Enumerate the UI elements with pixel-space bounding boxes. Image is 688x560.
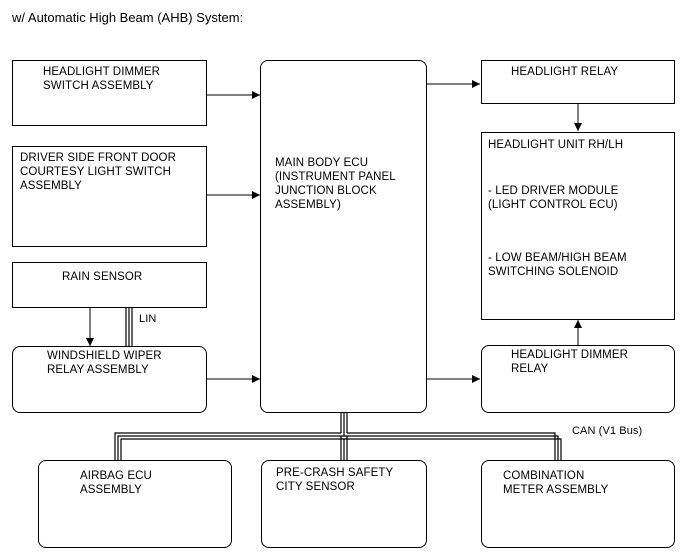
headlight-unit-title: HEADLIGHT UNIT RH/LH	[488, 139, 624, 151]
headlight-unit-item-solenoid: - LOW BEAM/HIGH BEAM SWITCHING SOLENOID	[488, 252, 627, 278]
headlight-dimmer-switch-label: HEADLIGHT DIMMER SWITCH ASSEMBLY	[43, 66, 161, 92]
combination-meter-block: COMBINATION METER ASSEMBLY	[481, 460, 675, 548]
headlight-relay-label: HEADLIGHT RELAY	[511, 66, 619, 78]
can-bus-label: CAN (V1 Bus)	[572, 425, 643, 437]
headlight-unit-block: HEADLIGHT UNIT RH/LH - LED DRIVER MODULE…	[481, 132, 675, 320]
wiper-relay-block: WINDSHIELD WIPER RELAY ASSEMBLY	[12, 346, 207, 413]
courtesy-switch-label: DRIVER SIDE FRONT DOOR COURTESY LIGHT SW…	[20, 152, 176, 192]
rain-sensor-label: RAIN SENSOR	[62, 271, 143, 283]
headlight-unit-item-led-driver: - LED DRIVER MODULE (LIGHT CONTROL ECU)	[488, 185, 619, 211]
main-body-ecu-label: MAIN BODY ECU (INSTRUMENT PANEL JUNCTION…	[275, 157, 396, 211]
lin-bus	[125, 308, 133, 347]
can-bus	[114, 413, 562, 460]
lin-bus-label: LIN	[139, 313, 157, 325]
courtesy-switch-block: DRIVER SIDE FRONT DOOR COURTESY LIGHT SW…	[12, 146, 207, 247]
rain-sensor-block: RAIN SENSOR	[12, 262, 207, 308]
wiper-relay-label: WINDSHIELD WIPER RELAY ASSEMBLY	[47, 350, 162, 376]
pre-crash-sensor-label: PRE-CRASH SAFETY CITY SENSOR	[276, 467, 394, 493]
airbag-ecu-label: AIRBAG ECU ASSEMBLY	[80, 470, 152, 496]
diagram-title: w/ Automatic High Beam (AHB) System:	[12, 10, 244, 25]
combination-meter-label: COMBINATION METER ASSEMBLY	[503, 470, 609, 496]
airbag-ecu-block: AIRBAG ECU ASSEMBLY	[38, 460, 232, 548]
headlight-relay-block: HEADLIGHT RELAY	[481, 60, 675, 104]
main-body-ecu-block: MAIN BODY ECU (INSTRUMENT PANEL JUNCTION…	[260, 60, 427, 413]
headlight-dimmer-relay-block: HEADLIGHT DIMMER RELAY	[481, 345, 675, 413]
headlight-dimmer-switch-block: HEADLIGHT DIMMER SWITCH ASSEMBLY	[12, 60, 207, 126]
headlight-dimmer-relay-label: HEADLIGHT DIMMER RELAY	[511, 349, 629, 375]
pre-crash-sensor-block: PRE-CRASH SAFETY CITY SENSOR	[261, 460, 427, 548]
